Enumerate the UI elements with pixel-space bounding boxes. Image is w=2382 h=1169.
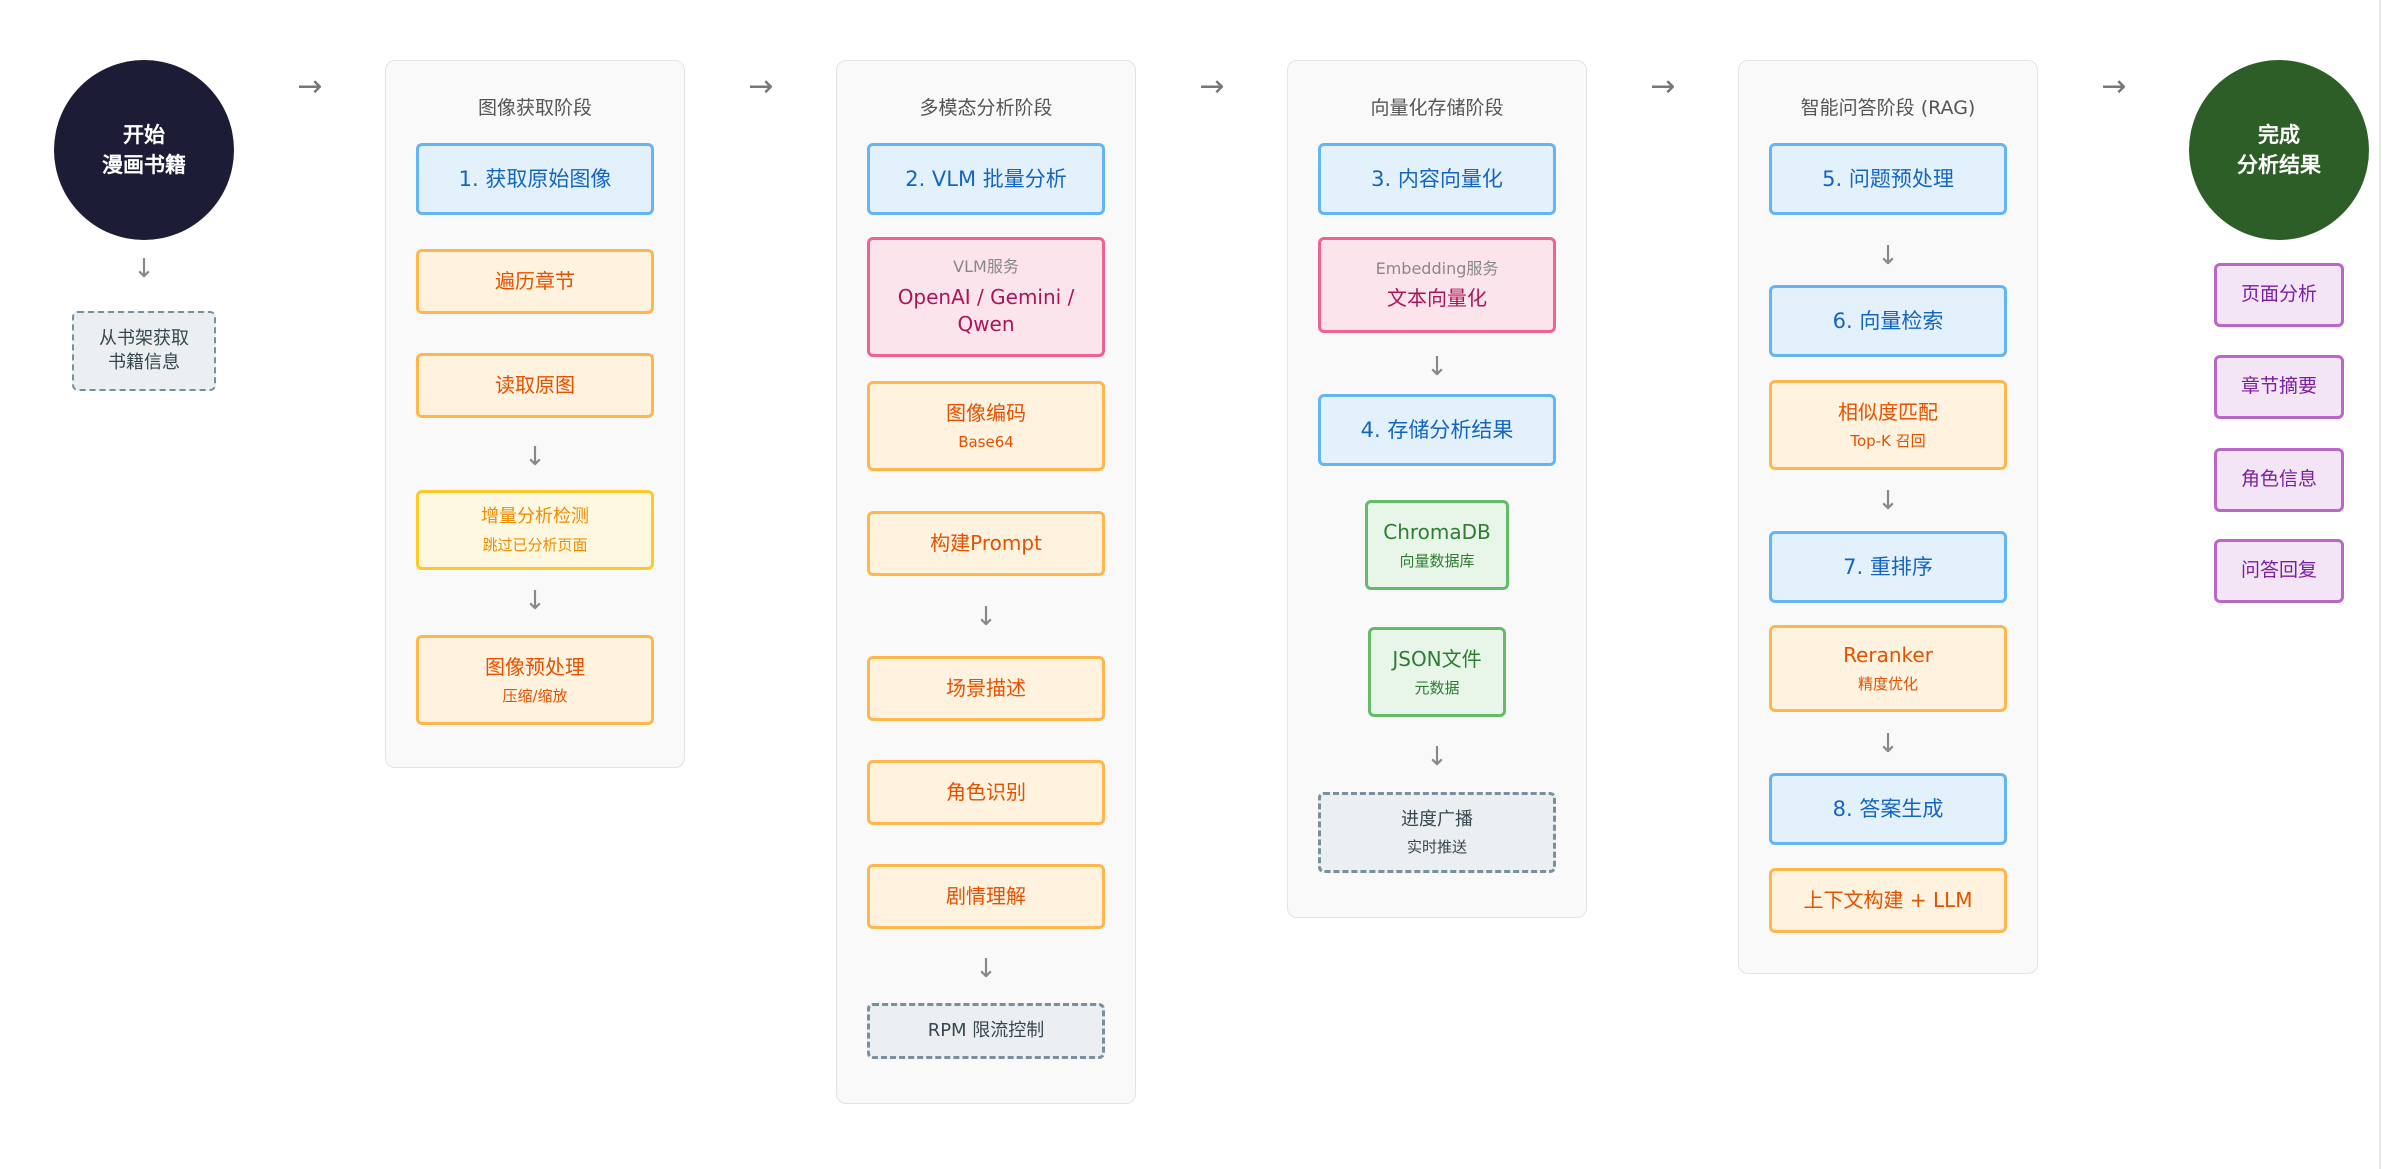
phase-analysis: 多模态分析阶段: [836, 60, 1136, 1104]
embedding-service-title: Embedding服务: [1375, 258, 1499, 278]
output-character-info-label: 角色信息: [2240, 468, 2317, 491]
start-node: 开始 漫画书籍: [54, 60, 234, 240]
vlm-service-title: VLM服务: [953, 257, 1019, 277]
preprocess-sub: 压缩/缩放: [502, 686, 568, 705]
image-encode-sub: Base64: [958, 432, 1014, 451]
step-6-node: 6. 向量检索: [1769, 285, 2007, 357]
image-encode-node: 图像编码 Base64: [867, 381, 1105, 471]
similarity-match-label: 相似度匹配: [1838, 399, 1938, 424]
step-5-node: 5. 问题预处理: [1769, 143, 2007, 215]
rpm-limit-node: RPM 限流控制: [867, 1003, 1105, 1059]
right-arrow-4: →: [1650, 69, 1676, 104]
right-edge-divider: [2379, 0, 2381, 1169]
chromadb-node: ChromaDB 向量数据库: [1365, 500, 1509, 590]
down-arrow-analysis-2: ↓: [975, 954, 997, 984]
rpm-limit-label: RPM 限流控制: [927, 1019, 1045, 1041]
step-4-node: 4. 存储分析结果: [1318, 394, 1556, 466]
output-page-analysis-label: 页面分析: [2240, 283, 2317, 306]
embedding-service-node: Embedding服务 文本向量化: [1318, 237, 1556, 333]
vlm-service-node: VLM服务 OpenAI / Gemini / Qwen: [867, 237, 1105, 357]
incremental-check-label: 增量分析检测: [481, 506, 589, 528]
step-3-label: 3. 内容向量化: [1371, 166, 1503, 191]
right-arrow-1: →: [297, 69, 323, 104]
down-arrow-acquire-2: ↓: [524, 586, 546, 616]
progress-broadcast-label: 进度广播: [1401, 808, 1473, 830]
preprocess-node: 图像预处理 压缩/缩放: [416, 635, 654, 725]
image-encode-label: 图像编码: [946, 400, 1026, 425]
step-8-label: 8. 答案生成: [1832, 796, 1944, 821]
down-arrow-rag-1: ↓: [1877, 241, 1899, 271]
incremental-check-node: 增量分析检测 跳过已分析页面: [416, 490, 654, 570]
down-arrow-rag-2: ↓: [1877, 486, 1899, 516]
output-chapter-summary: 章节摘要: [2214, 355, 2344, 419]
down-arrow-vector-2: ↓: [1426, 742, 1448, 772]
progress-broadcast-sub: 实时推送: [1406, 838, 1467, 857]
output-character-info: 角色信息: [2214, 448, 2344, 512]
similarity-match-sub: Top-K 召回: [1850, 431, 1926, 450]
traverse-chapters-label: 遍历章节: [495, 269, 575, 293]
down-arrow-rag-3: ↓: [1877, 729, 1899, 759]
progress-broadcast-node: 进度广播 实时推送: [1318, 792, 1556, 873]
read-original-node: 读取原图: [416, 353, 654, 418]
phase-rag-title: 智能问答阶段 (RAG): [1800, 97, 1976, 119]
down-arrow-vector-1: ↓: [1426, 352, 1448, 382]
context-llm-label: 上下文构建 + LLM: [1803, 888, 1973, 912]
character-recognition-label: 角色识别: [946, 780, 1026, 804]
down-arrow-start: ↓: [133, 254, 155, 284]
step-5-label: 5. 问题预处理: [1822, 166, 1954, 191]
traverse-chapters-node: 遍历章节: [416, 249, 654, 314]
embedding-service-label: 文本向量化: [1387, 286, 1487, 311]
read-original-label: 读取原图: [495, 373, 575, 397]
json-file-node: JSON文件 元数据: [1368, 627, 1506, 717]
incremental-check-sub: 跳过已分析页面: [482, 535, 588, 554]
phase-acquire-title: 图像获取阶段: [477, 97, 592, 119]
step-8-node: 8. 答案生成: [1769, 773, 2007, 845]
right-arrow-2: →: [748, 69, 774, 104]
similarity-match-node: 相似度匹配 Top-K 召回: [1769, 380, 2007, 470]
vlm-service-providers: OpenAI / Gemini / Qwen: [897, 284, 1075, 336]
preprocess-label: 图像预处理: [485, 654, 585, 679]
right-arrow-3: →: [1199, 69, 1225, 104]
output-qa-reply: 问答回复: [2214, 539, 2344, 603]
json-file-sub: 元数据: [1414, 678, 1460, 697]
output-page-analysis: 页面分析: [2214, 263, 2344, 327]
plot-understanding-node: 剧情理解: [867, 864, 1105, 929]
build-prompt-node: 构建Prompt: [867, 511, 1105, 576]
json-file-label: JSON文件: [1392, 646, 1482, 671]
plot-understanding-label: 剧情理解: [946, 884, 1026, 908]
start-info-node: 从书架获取 书籍信息: [72, 311, 216, 391]
character-recognition-node: 角色识别: [867, 760, 1105, 825]
reranker-label: Reranker: [1843, 643, 1933, 668]
finish-label: 完成 分析结果: [2237, 122, 2321, 177]
step-7-node: 7. 重排序: [1769, 531, 2007, 603]
finish-node: 完成 分析结果: [2189, 60, 2369, 240]
chromadb-label: ChromaDB: [1383, 519, 1491, 544]
step-4-label: 4. 存储分析结果: [1360, 417, 1514, 442]
build-prompt-label: 构建Prompt: [930, 531, 1042, 555]
step-1-label: 1. 获取原始图像: [458, 166, 612, 191]
start-info-label: 从书架获取 书籍信息: [99, 327, 189, 373]
phase-vector-title: 向量化存储阶段: [1370, 97, 1504, 119]
down-arrow-analysis-1: ↓: [975, 602, 997, 632]
output-chapter-summary-label: 章节摘要: [2240, 375, 2317, 398]
right-arrow-5: →: [2101, 69, 2127, 104]
step-1-node: 1. 获取原始图像: [416, 143, 654, 215]
phase-analysis-title: 多模态分析阶段: [919, 97, 1053, 119]
step-7-label: 7. 重排序: [1843, 554, 1933, 579]
context-llm-node: 上下文构建 + LLM: [1769, 868, 2007, 933]
scene-description-node: 场景描述: [867, 656, 1105, 721]
step-2-node: 2. VLM 批量分析: [867, 143, 1105, 215]
reranker-node: Reranker 精度优化: [1769, 625, 2007, 712]
chromadb-sub: 向量数据库: [1399, 551, 1475, 570]
step-2-label: 2. VLM 批量分析: [905, 166, 1067, 191]
step-6-label: 6. 向量检索: [1832, 308, 1944, 333]
output-qa-reply-label: 问答回复: [2240, 559, 2317, 582]
down-arrow-acquire-1: ↓: [524, 442, 546, 472]
start-label: 开始 漫画书籍: [102, 122, 186, 177]
step-3-node: 3. 内容向量化: [1318, 143, 1556, 215]
scene-description-label: 场景描述: [946, 676, 1026, 700]
reranker-sub: 精度优化: [1857, 675, 1918, 694]
